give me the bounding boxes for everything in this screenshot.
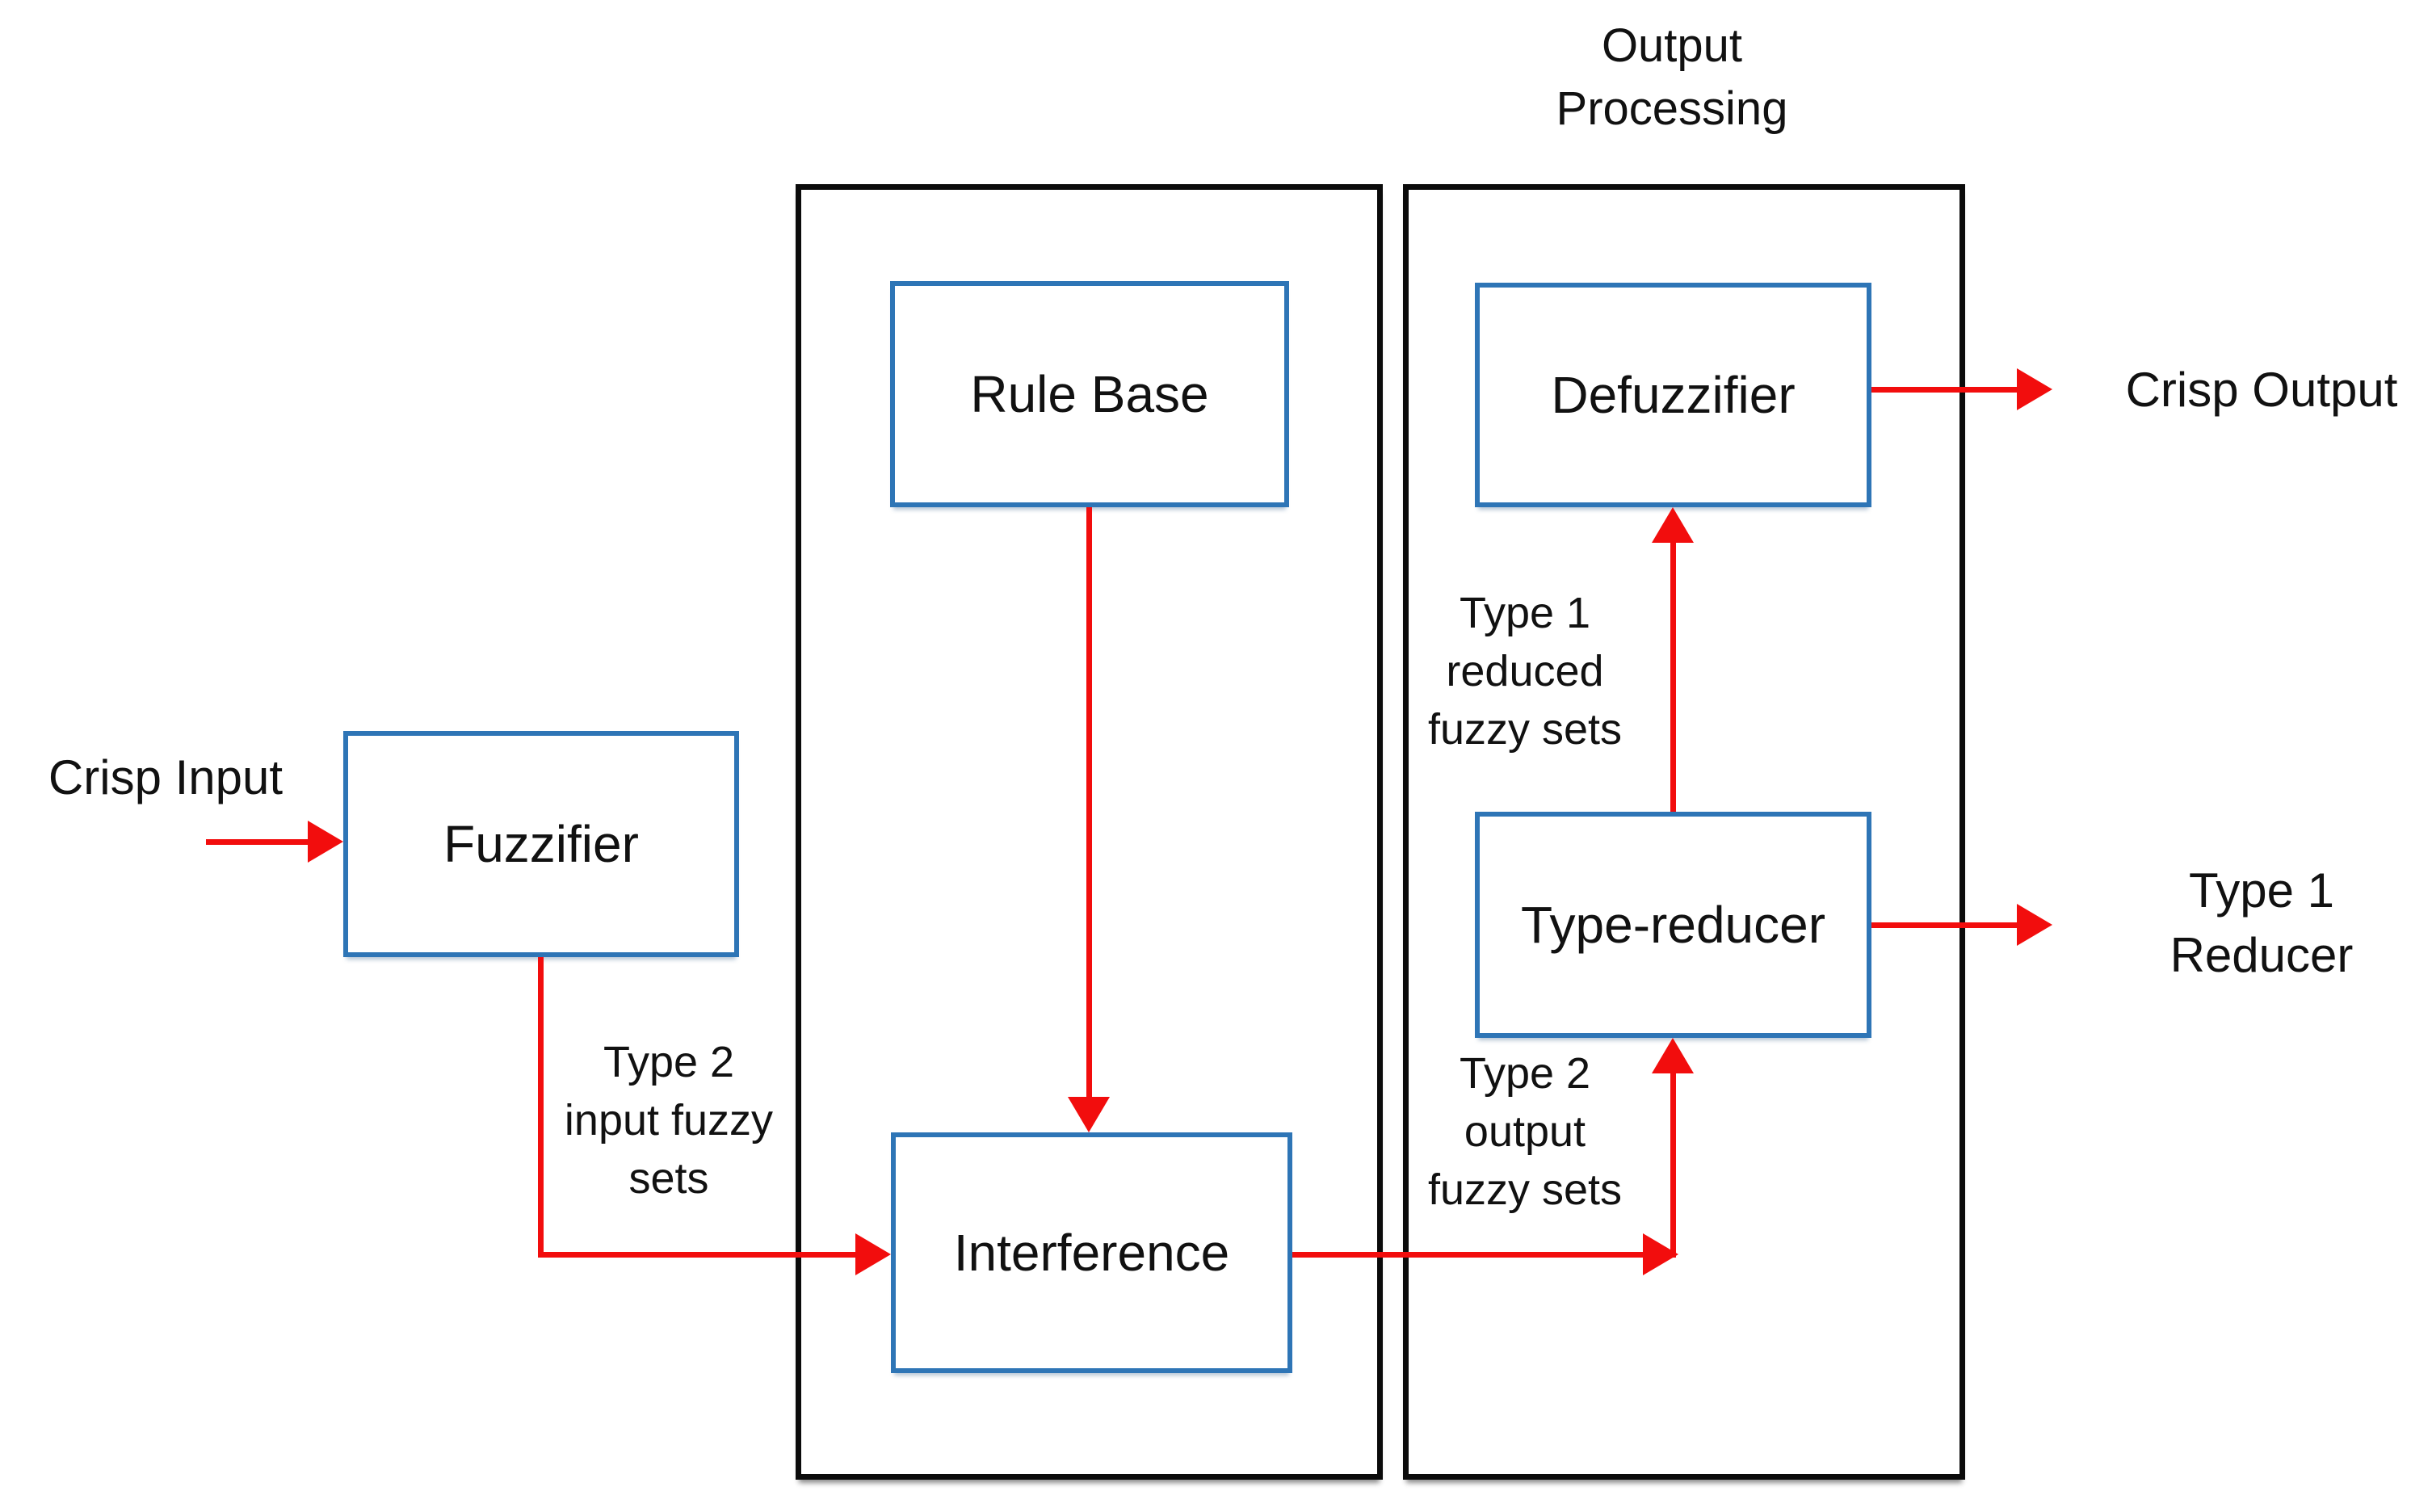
type1-reducer-label: Type 1 Reducer xyxy=(2100,859,2423,988)
arrow-typereducer-to-defuzzifier-head xyxy=(1652,507,1694,543)
defuzzifier-label: Defuzzifier xyxy=(1551,366,1796,424)
arrow-fuzzifier-to-interference-head xyxy=(855,1233,891,1275)
type1-reducer-line1: Type 1 xyxy=(2188,863,2335,918)
output-processing-title: Output Processing xyxy=(1430,15,1914,141)
arrow-rulebase-to-interference-line xyxy=(1086,507,1092,1097)
type1-reduced-fuzzy-sets-label: Type 1 reduced fuzzy sets xyxy=(1363,584,1686,758)
type2-output-fuzzy-sets-label: Type 2 output fuzzy sets xyxy=(1363,1044,1686,1219)
rule-base-label: Rule Base xyxy=(970,365,1209,423)
arrow-crisp-input-to-fuzzifier-head xyxy=(308,821,343,863)
arrow-defuzzifier-to-crisp-output-head xyxy=(2017,368,2052,410)
type2-output-line3: fuzzy sets xyxy=(1427,1166,1623,1214)
interference-node: Interference xyxy=(891,1132,1292,1373)
arrow-rulebase-to-interference-head xyxy=(1068,1097,1110,1132)
crisp-input-label: Crisp Input xyxy=(0,746,331,810)
arrow-interference-to-typereducer-head xyxy=(1652,1038,1694,1073)
defuzzifier-node: Defuzzifier xyxy=(1475,283,1871,507)
type1-reduced-line2: reduced xyxy=(1446,647,1604,695)
type1-reducer-line2: Reducer xyxy=(2169,928,2354,982)
type-reducer-label: Type-reducer xyxy=(1520,896,1826,954)
inference-container-outline xyxy=(796,184,1383,1480)
crisp-input-text: Crisp Input xyxy=(48,750,284,804)
arrow-defuzzifier-to-crisp-output-line xyxy=(1871,387,2017,393)
interference-label: Interference xyxy=(953,1224,1230,1282)
arrow-typereducer-to-type1-reducer-head xyxy=(2017,904,2052,946)
crisp-output-label: Crisp Output xyxy=(2076,358,2432,422)
output-processing-container-outline xyxy=(1403,184,1965,1480)
type2-input-line3: sets xyxy=(628,1154,709,1203)
type1-reduced-line1: Type 1 xyxy=(1459,589,1591,637)
arrow-typereducer-to-type1-reducer-line xyxy=(1871,922,2017,928)
arrow-fuzzifier-to-interference-vline xyxy=(538,957,544,1258)
type2-output-line1: Type 2 xyxy=(1459,1049,1591,1098)
arrow-typereducer-to-defuzzifier-line xyxy=(1670,540,1676,812)
type2-input-fuzzy-sets-label: Type 2 input fuzzy sets xyxy=(491,1033,846,1208)
arrow-interference-to-typereducer-hline xyxy=(1292,1252,1643,1258)
type2-input-line1: Type 2 xyxy=(603,1038,735,1086)
crisp-output-text: Crisp Output xyxy=(2125,363,2398,417)
type1-reduced-line3: fuzzy sets xyxy=(1427,705,1623,754)
arrow-crisp-input-to-fuzzifier-line xyxy=(206,839,311,845)
arrow-fuzzifier-to-interference-hline xyxy=(538,1252,857,1258)
arrow-interference-to-typereducer-vline xyxy=(1670,1071,1676,1258)
fuzzifier-label: Fuzzifier xyxy=(443,815,639,873)
fuzzifier-node: Fuzzifier xyxy=(343,731,739,957)
type-reducer-node: Type-reducer xyxy=(1475,812,1871,1038)
output-processing-title-line2: Processing xyxy=(1556,82,1788,135)
rule-base-node: Rule Base xyxy=(890,281,1289,507)
type2-input-line2: input fuzzy xyxy=(564,1096,774,1144)
type2-output-line2: output xyxy=(1464,1107,1586,1156)
output-processing-title-line1: Output xyxy=(1601,19,1743,72)
